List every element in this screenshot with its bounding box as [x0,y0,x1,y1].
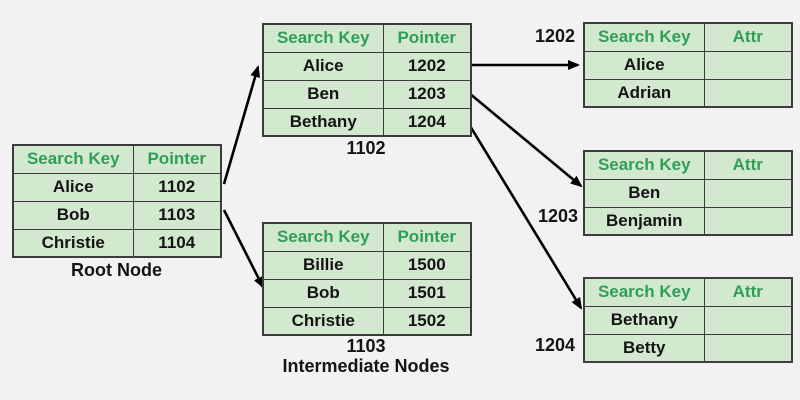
table-row: Christie 1104 [12,228,222,258]
header-row: Search Key Pointer [262,222,472,252]
key-cell: Alice [583,50,705,80]
attr-cell [703,333,793,363]
column-header-search-key: Search Key [583,277,705,307]
column-header-attr: Attr [703,150,793,180]
column-header-attr: Attr [703,277,793,307]
edge-label-1202: 1202 [534,26,575,46]
intermediate-node-1102-table: Search Key Pointer Alice 1202 Ben 1203 B… [262,23,472,137]
column-header-pointer: Pointer [132,144,222,174]
column-header-pointer: Pointer [382,222,472,252]
pointer-cell: 1500 [382,250,472,280]
header-row: Search Key Pointer [12,144,222,174]
table-row: Ben 1203 [262,79,472,109]
header-row: Search Key Pointer [262,23,472,53]
column-header-pointer: Pointer [382,23,472,53]
column-header-search-key: Search Key [583,22,705,52]
table-row: Benjamin [583,206,793,236]
pointer-cell: 1102 [132,172,222,202]
key-cell: Benjamin [583,206,705,236]
column-header-search-key: Search Key [583,150,705,180]
edge-label-1204: 1204 [534,335,575,355]
leaf-node-1204-table: Search Key Attr Bethany Betty [583,277,793,363]
attr-cell [703,206,793,236]
table-row: Ben [583,178,793,208]
pointer-cell: 1501 [382,278,472,308]
table-row: Christie 1502 [262,306,472,336]
key-cell: Billie [262,250,384,280]
attr-cell [703,305,793,335]
key-cell: Bethany [262,107,384,137]
table-row: Alice 1202 [262,51,472,81]
column-header-search-key: Search Key [262,23,384,53]
pointer-cell: 1203 [382,79,472,109]
table-row: Alice [583,50,793,80]
column-header-attr: Attr [703,22,793,52]
column-header-search-key: Search Key [262,222,384,252]
key-cell: Christie [262,306,384,336]
node-1102-caption: 1102 [346,138,386,158]
pointer-cell: 1204 [382,107,472,137]
attr-cell [703,178,793,208]
key-cell: Christie [12,228,134,258]
arrow-root-to-1102 [222,65,261,185]
intermediate-node-1103-table: Search Key Pointer Billie 1500 Bob 1501 … [262,222,472,336]
arrow-1102-to-1203 [468,91,583,188]
key-cell: Ben [583,178,705,208]
node-1103-caption: 1103 [346,336,386,356]
key-cell: Alice [12,172,134,202]
pointer-cell: 1104 [132,228,222,258]
key-cell: Ben [262,79,384,109]
header-row: Search Key Attr [583,277,793,307]
leaf-node-1202-table: Search Key Attr Alice Adrian [583,22,793,108]
leaf-node-1203-table: Search Key Attr Ben Benjamin [583,150,793,236]
key-cell: Bethany [583,305,705,335]
table-row: Bethany 1204 [262,107,472,137]
header-row: Search Key Attr [583,150,793,180]
key-cell: Alice [262,51,384,81]
pointer-cell: 1202 [382,51,472,81]
root-node-table: Search Key Pointer Alice 1102 Bob 1103 C… [12,144,222,258]
intermediate-nodes-caption: Intermediate Nodes [282,356,450,376]
attr-cell [703,50,793,80]
pointer-cell: 1103 [132,200,222,230]
table-row: Bob 1103 [12,200,222,230]
key-cell: Bob [12,200,134,230]
table-row: Adrian [583,78,793,108]
table-row: Bob 1501 [262,278,472,308]
table-row: Bethany [583,305,793,335]
edge-label-1203: 1203 [537,206,578,226]
pointer-cell: 1502 [382,306,472,336]
header-row: Search Key Attr [583,22,793,52]
column-header-search-key: Search Key [12,144,134,174]
attr-cell [703,78,793,108]
root-node-caption: Root Node [71,260,162,280]
table-row: Betty [583,333,793,363]
key-cell: Bob [262,278,384,308]
key-cell: Adrian [583,78,705,108]
arrow-root-to-1103 [222,209,265,289]
key-cell: Betty [583,333,705,363]
table-row: Alice 1102 [12,172,222,202]
table-row: Billie 1500 [262,250,472,280]
